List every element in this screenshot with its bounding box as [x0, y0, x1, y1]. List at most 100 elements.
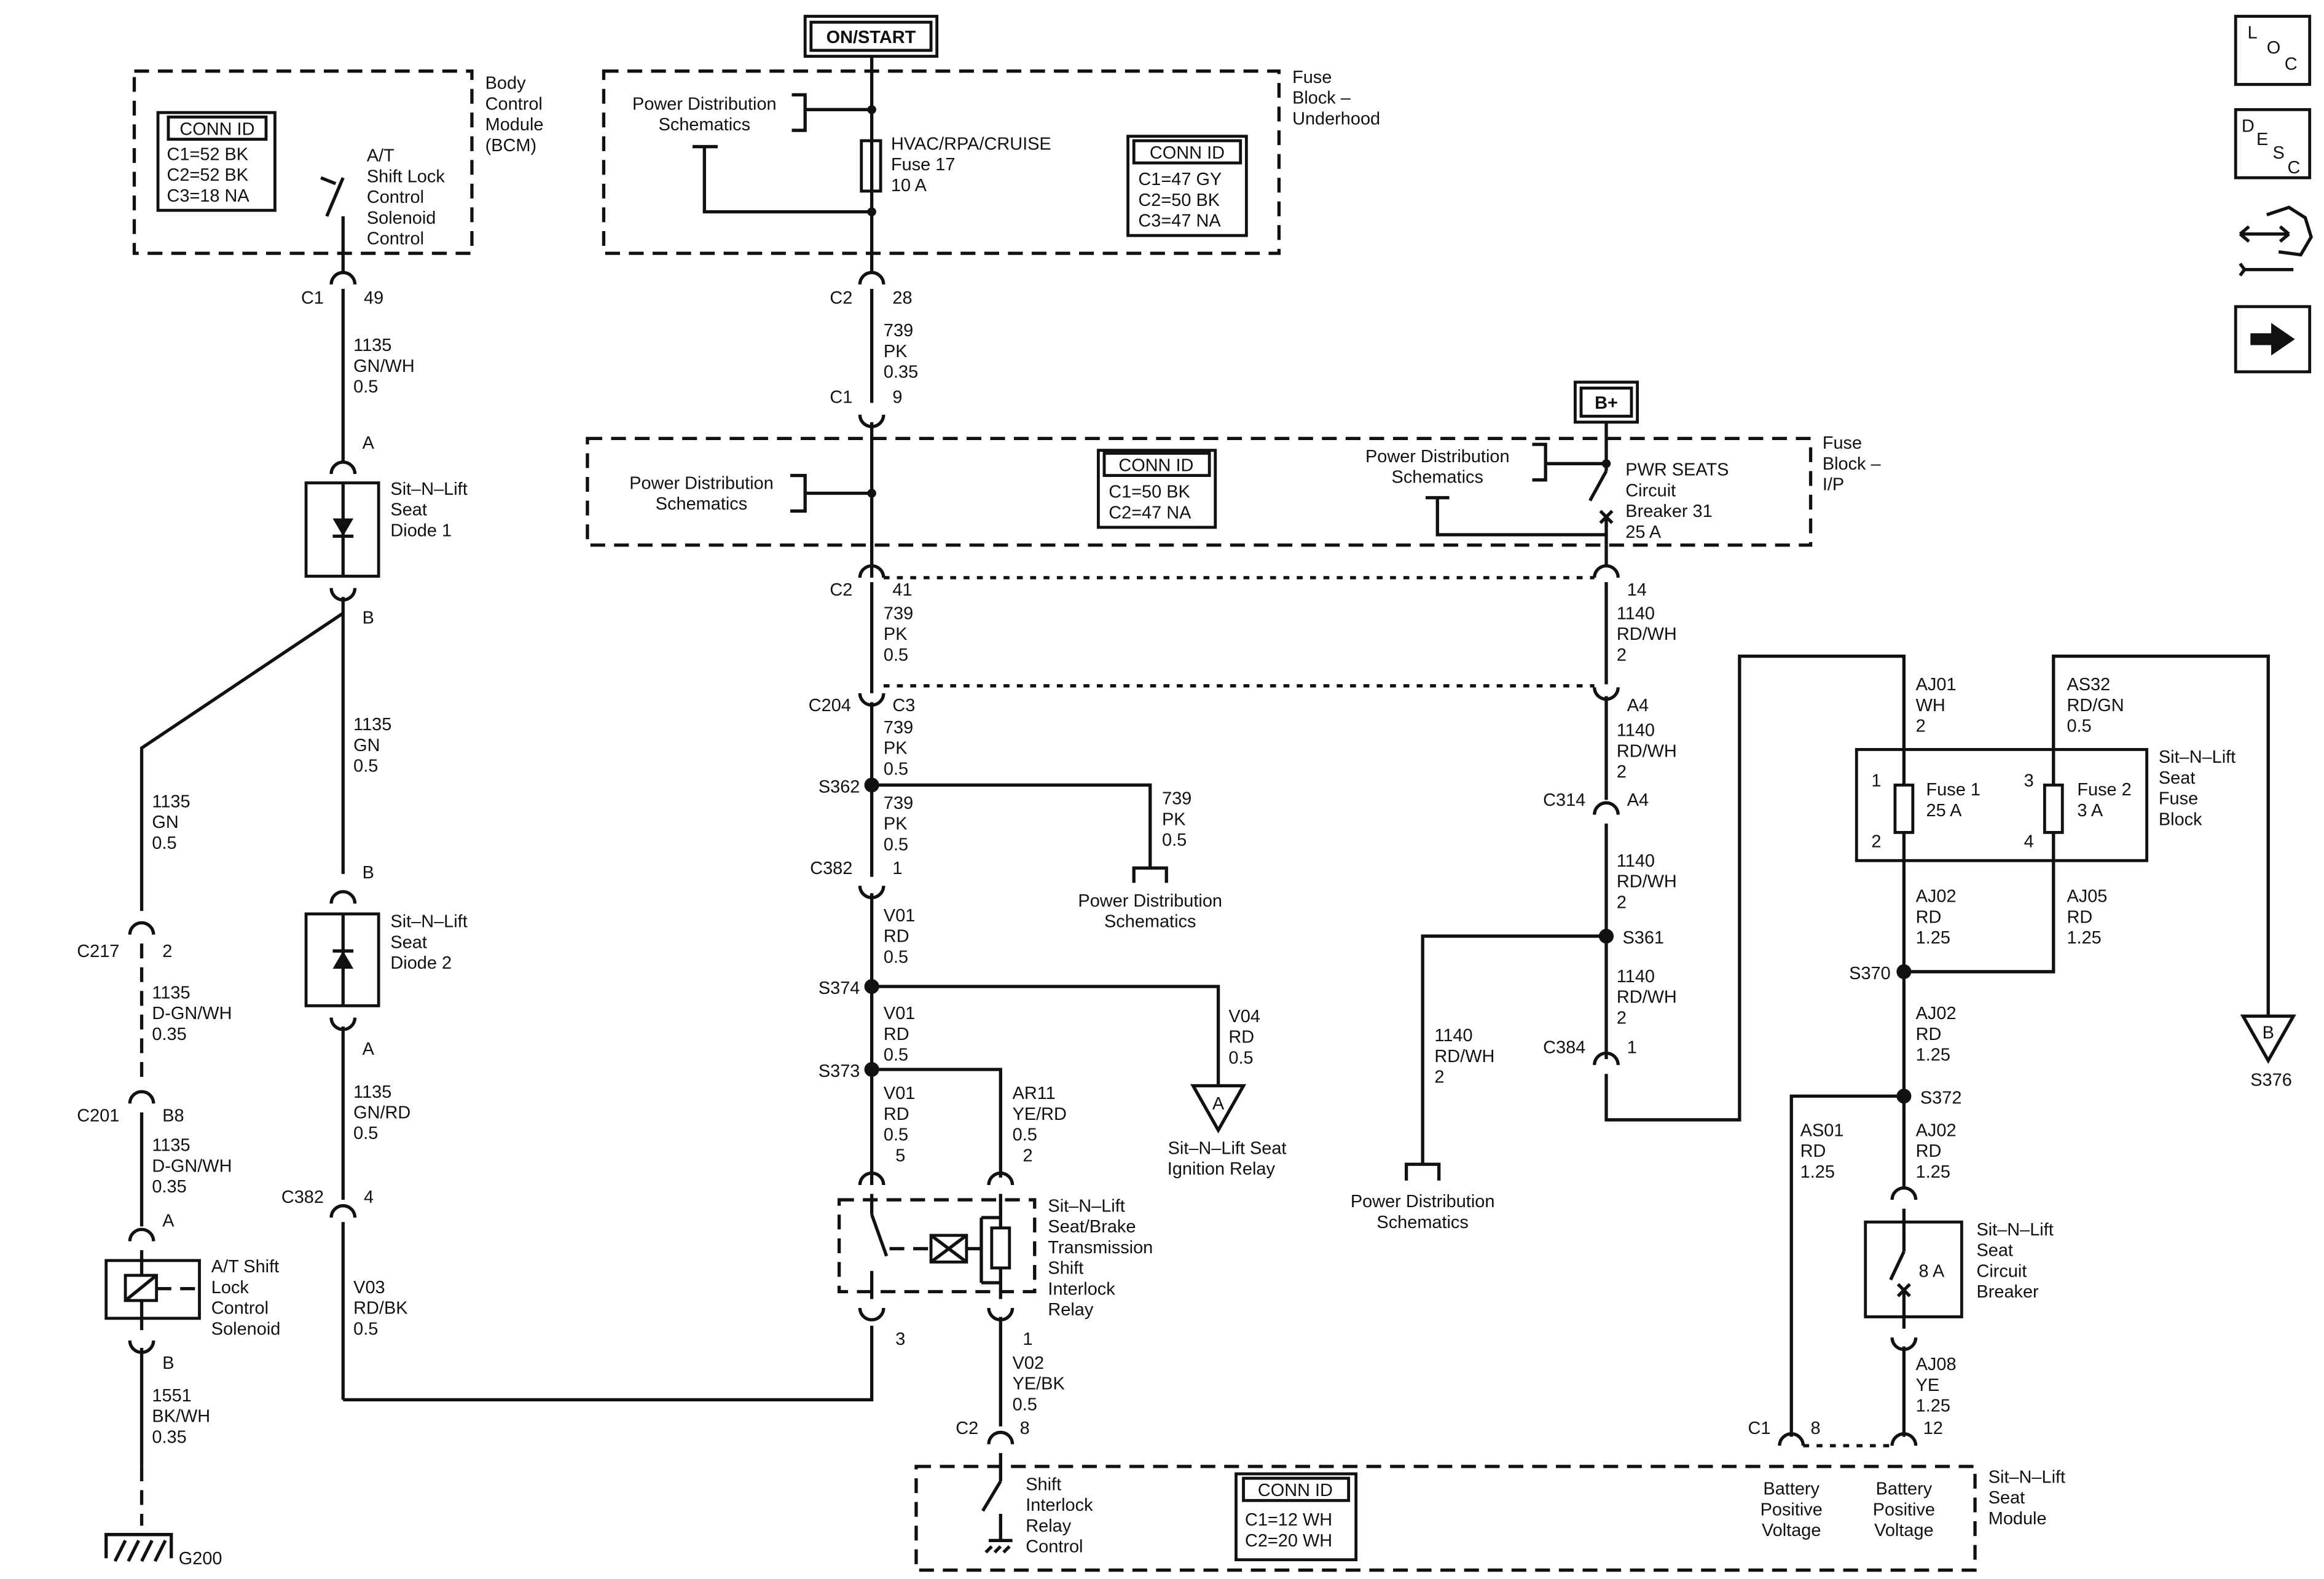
svg-text:C1=47 GY: C1=47 GY — [1138, 170, 1222, 189]
svg-text:0.5: 0.5 — [884, 947, 908, 967]
svg-text:Control: Control — [367, 187, 424, 207]
svg-text:L: L — [2247, 23, 2257, 43]
svg-text:1551: 1551 — [152, 1386, 191, 1406]
svg-text:RD/WH: RD/WH — [1617, 988, 1677, 1007]
svg-text:Schematics: Schematics — [656, 494, 747, 514]
svg-text:1140: 1140 — [1617, 851, 1655, 871]
svg-text:Seat: Seat — [2159, 768, 2195, 788]
svg-text:739: 739 — [1162, 789, 1191, 809]
svg-text:Sit–N–Lift: Sit–N–Lift — [390, 912, 467, 932]
svg-text:Power Distribution: Power Distribution — [632, 94, 777, 114]
svg-text:Lock: Lock — [211, 1278, 249, 1297]
svg-text:RD/WH: RD/WH — [1617, 741, 1677, 761]
svg-text:C217: C217 — [77, 942, 119, 961]
svg-text:1: 1 — [892, 859, 902, 878]
svg-text:I/P: I/P — [1823, 475, 1844, 495]
svg-text:Relay: Relay — [1048, 1300, 1093, 1320]
svg-text:PK: PK — [884, 739, 908, 758]
svg-text:C382: C382 — [281, 1187, 324, 1207]
svg-text:BK/WH: BK/WH — [152, 1407, 210, 1427]
column-rd-wh: 14 1140 RD/WH 2 A4 1140 RD/WH 2 C314 A4 … — [1351, 545, 1906, 1232]
loc-icon[interactable]: L O C — [2234, 15, 2312, 86]
svg-text:1140: 1140 — [1617, 967, 1655, 986]
svg-text:1140: 1140 — [1434, 1026, 1472, 1045]
on-start-box: ON/START — [803, 15, 939, 58]
svg-text:1.25: 1.25 — [2067, 928, 2101, 948]
column-main-pk: C2 28 739 PK 0.35 C1 9 C2 41 739 PK 0.5 … — [809, 253, 1595, 1444]
column-bcm-branch: C1 49 1135 GN/WH 0.5 A Sit–N–Lift Seat D… — [281, 253, 874, 1402]
svg-text:Battery: Battery — [1763, 1479, 1820, 1499]
svg-text:D: D — [2242, 116, 2255, 136]
svg-text:RD: RD — [1916, 907, 1942, 927]
svg-text:C204: C204 — [809, 696, 851, 715]
svg-text:1135: 1135 — [353, 1082, 391, 1102]
svg-text:C2: C2 — [830, 288, 852, 308]
svg-text:10 A: 10 A — [891, 176, 927, 195]
sit-n-lift-seat-module: Sit–N–Lift Seat Module Shift Interlock R… — [914, 1453, 2065, 1572]
svg-text:C: C — [2288, 158, 2301, 178]
svg-text:Fuse 2: Fuse 2 — [2077, 780, 2131, 800]
svg-text:Shift Lock: Shift Lock — [367, 167, 445, 186]
svg-text:C: C — [2285, 54, 2298, 74]
svg-text:3 A: 3 A — [2077, 801, 2103, 821]
svg-text:0.35: 0.35 — [152, 1025, 186, 1044]
svg-text:2: 2 — [1617, 645, 1627, 665]
right-arrow-icon[interactable] — [2234, 305, 2312, 374]
svg-text:CONN ID: CONN ID — [179, 119, 254, 139]
svg-text:Seat/Brake: Seat/Brake — [1048, 1217, 1136, 1237]
svg-text:PK: PK — [884, 342, 908, 361]
svg-text:Relay: Relay — [1026, 1516, 1071, 1536]
svg-text:8: 8 — [1020, 1419, 1030, 1438]
svg-text:14: 14 — [1627, 580, 1647, 600]
svg-text:0.5: 0.5 — [884, 835, 908, 854]
svg-text:1.25: 1.25 — [1916, 928, 1950, 948]
svg-text:1.25: 1.25 — [1916, 1045, 1950, 1065]
svg-text:C1: C1 — [301, 288, 324, 308]
column-solenoid: 1135 GN 0.5 C217 2 1135 D-GN/WH 0.35 C20… — [77, 612, 344, 1569]
svg-text:Sit–N–Lift: Sit–N–Lift — [390, 479, 467, 499]
svg-text:Control: Control — [1026, 1537, 1083, 1557]
bplus-box: B+ — [1573, 380, 1639, 424]
svg-text:2: 2 — [162, 942, 172, 961]
svg-text:V01: V01 — [884, 906, 915, 926]
svg-text:B: B — [363, 863, 374, 883]
svg-text:S372: S372 — [1920, 1088, 1962, 1108]
svg-text:0.5: 0.5 — [884, 1125, 908, 1145]
svg-text:A: A — [363, 433, 375, 453]
svg-text:C384: C384 — [1543, 1038, 1585, 1057]
svg-text:Schematics: Schematics — [1392, 468, 1483, 487]
seat-brake-shift-interlock-relay — [837, 1171, 1037, 1321]
svg-text:C3=47 NA: C3=47 NA — [1138, 211, 1221, 231]
svg-text:4: 4 — [364, 1187, 374, 1207]
svg-text:Breaker 31: Breaker 31 — [1625, 502, 1712, 521]
desc-icon[interactable]: D E S C — [2234, 108, 2312, 179]
service-icon[interactable] — [2239, 205, 2313, 277]
svg-text:Module: Module — [485, 115, 544, 135]
svg-text:C1: C1 — [1748, 1419, 1771, 1438]
fuse-block-ip: Fuse Block – I/P Power Distribution Sche… — [586, 433, 1882, 547]
svg-text:V01: V01 — [884, 1084, 915, 1103]
svg-text:Positive: Positive — [1873, 1500, 1935, 1519]
svg-text:AJ02: AJ02 — [1916, 1120, 1957, 1140]
svg-text:Seat: Seat — [1988, 1488, 2025, 1508]
svg-text:Power Distribution: Power Distribution — [1351, 1192, 1495, 1211]
svg-text:Power Distribution: Power Distribution — [1365, 447, 1510, 467]
svg-text:C2=52 BK: C2=52 BK — [167, 165, 249, 185]
svg-text:0.5: 0.5 — [1013, 1395, 1037, 1414]
svg-text:49: 49 — [364, 288, 383, 308]
svg-text:739: 739 — [884, 718, 913, 738]
svg-text:1: 1 — [1871, 771, 1881, 791]
svg-text:Fuse: Fuse — [2159, 789, 2198, 809]
svg-text:ON/START: ON/START — [826, 28, 916, 47]
svg-text:AS01: AS01 — [1800, 1120, 1844, 1140]
svg-text:Seat: Seat — [390, 500, 426, 520]
svg-text:RD/WH: RD/WH — [1434, 1047, 1494, 1066]
svg-text:AJ02: AJ02 — [1916, 887, 1957, 907]
svg-text:0.5: 0.5 — [884, 645, 908, 665]
bcm-conn-id: CONN ID C1=52 BK C2=52 BK C3=18 NA — [156, 111, 277, 212]
svg-text:A: A — [162, 1211, 175, 1231]
svg-text:Diode 2: Diode 2 — [390, 953, 452, 973]
svg-text:A: A — [363, 1039, 375, 1059]
svg-text:739: 739 — [884, 321, 913, 341]
svg-text:A: A — [1212, 1094, 1225, 1114]
